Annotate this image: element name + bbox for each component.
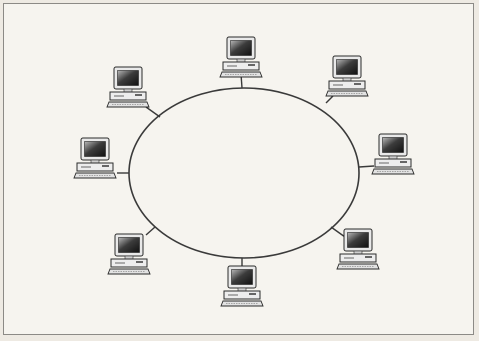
connector-upper-left: [146, 107, 160, 117]
node-connectors: [117, 74, 374, 270]
ring-network-cable: [129, 88, 359, 258]
computer-icon-left: [74, 138, 116, 178]
computer-icon-right: [372, 134, 414, 174]
connector-right: [359, 166, 374, 167]
computer-icon-bottom: [221, 266, 263, 306]
computer-icon-upper-left: [107, 67, 149, 107]
ring-topology-diagram: [4, 4, 475, 336]
connector-lower-left: [146, 227, 155, 235]
connector-lower-right: [331, 227, 345, 237]
computer-icon-top: [220, 37, 262, 77]
computer-icon-lower-left: [108, 234, 150, 274]
computer-icon-upper-right: [326, 56, 368, 96]
diagram-frame: [3, 3, 474, 335]
